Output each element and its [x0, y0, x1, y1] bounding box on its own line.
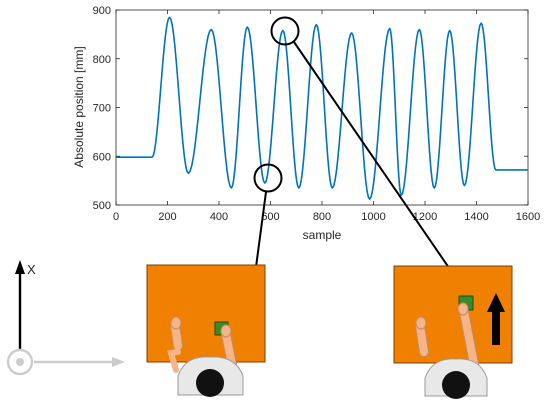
axis-indicator: X	[6, 260, 125, 376]
y-tick-label: 700	[93, 103, 111, 115]
push-arrow-head	[487, 293, 505, 312]
hand-left-person-right	[415, 316, 427, 330]
push-arrow-shaft	[492, 310, 500, 345]
x-ticks: 0 200 400 600 800 1000 1200 1400 1600	[113, 10, 540, 223]
x-tick-label: 1200	[413, 211, 437, 223]
z-axis-dot	[16, 358, 24, 366]
scene-left	[146, 264, 266, 397]
y-axis-arrowhead	[112, 357, 125, 367]
series-line	[116, 16, 528, 200]
y-tick-label: 800	[93, 54, 111, 66]
x-tick-label: 400	[210, 211, 228, 223]
y-ticks: 500 600 700 800 900	[93, 5, 528, 212]
head-left-person	[196, 369, 224, 397]
hand-left-person-left	[170, 316, 182, 330]
x-axis-label: sample	[303, 228, 342, 242]
x-tick-label: 800	[313, 211, 331, 223]
y-tick-label: 500	[93, 200, 111, 212]
hand-right-person-right	[457, 302, 469, 316]
table-left	[146, 264, 266, 363]
y-tick-label: 600	[93, 151, 111, 163]
x-tick-label: 1600	[516, 211, 540, 223]
x-axis-arrowhead	[15, 260, 25, 274]
x-tick-label: 1400	[464, 211, 488, 223]
x-tick-label: 600	[261, 211, 279, 223]
scene-right	[393, 265, 513, 399]
hand-right-person-left	[220, 324, 232, 338]
peak-arrow	[293, 41, 459, 282]
y-tick-label: 900	[93, 5, 111, 17]
x-tick-label: 0	[113, 211, 119, 223]
peak-highlight-circle	[270, 16, 300, 46]
plot-frame	[115, 9, 529, 206]
x-axis-letter: X	[27, 262, 36, 277]
y-axis-label: Absolute position [mm]	[72, 46, 86, 167]
x-tick-label: 200	[158, 211, 176, 223]
head-right-person	[442, 371, 470, 399]
position-chart: 0 200 400 600 800 1000 1200 1400 1600 500 600 700 8…	[72, 5, 540, 242]
trough-highlight-circle	[253, 163, 283, 193]
x-tick-label: 1000	[361, 211, 385, 223]
